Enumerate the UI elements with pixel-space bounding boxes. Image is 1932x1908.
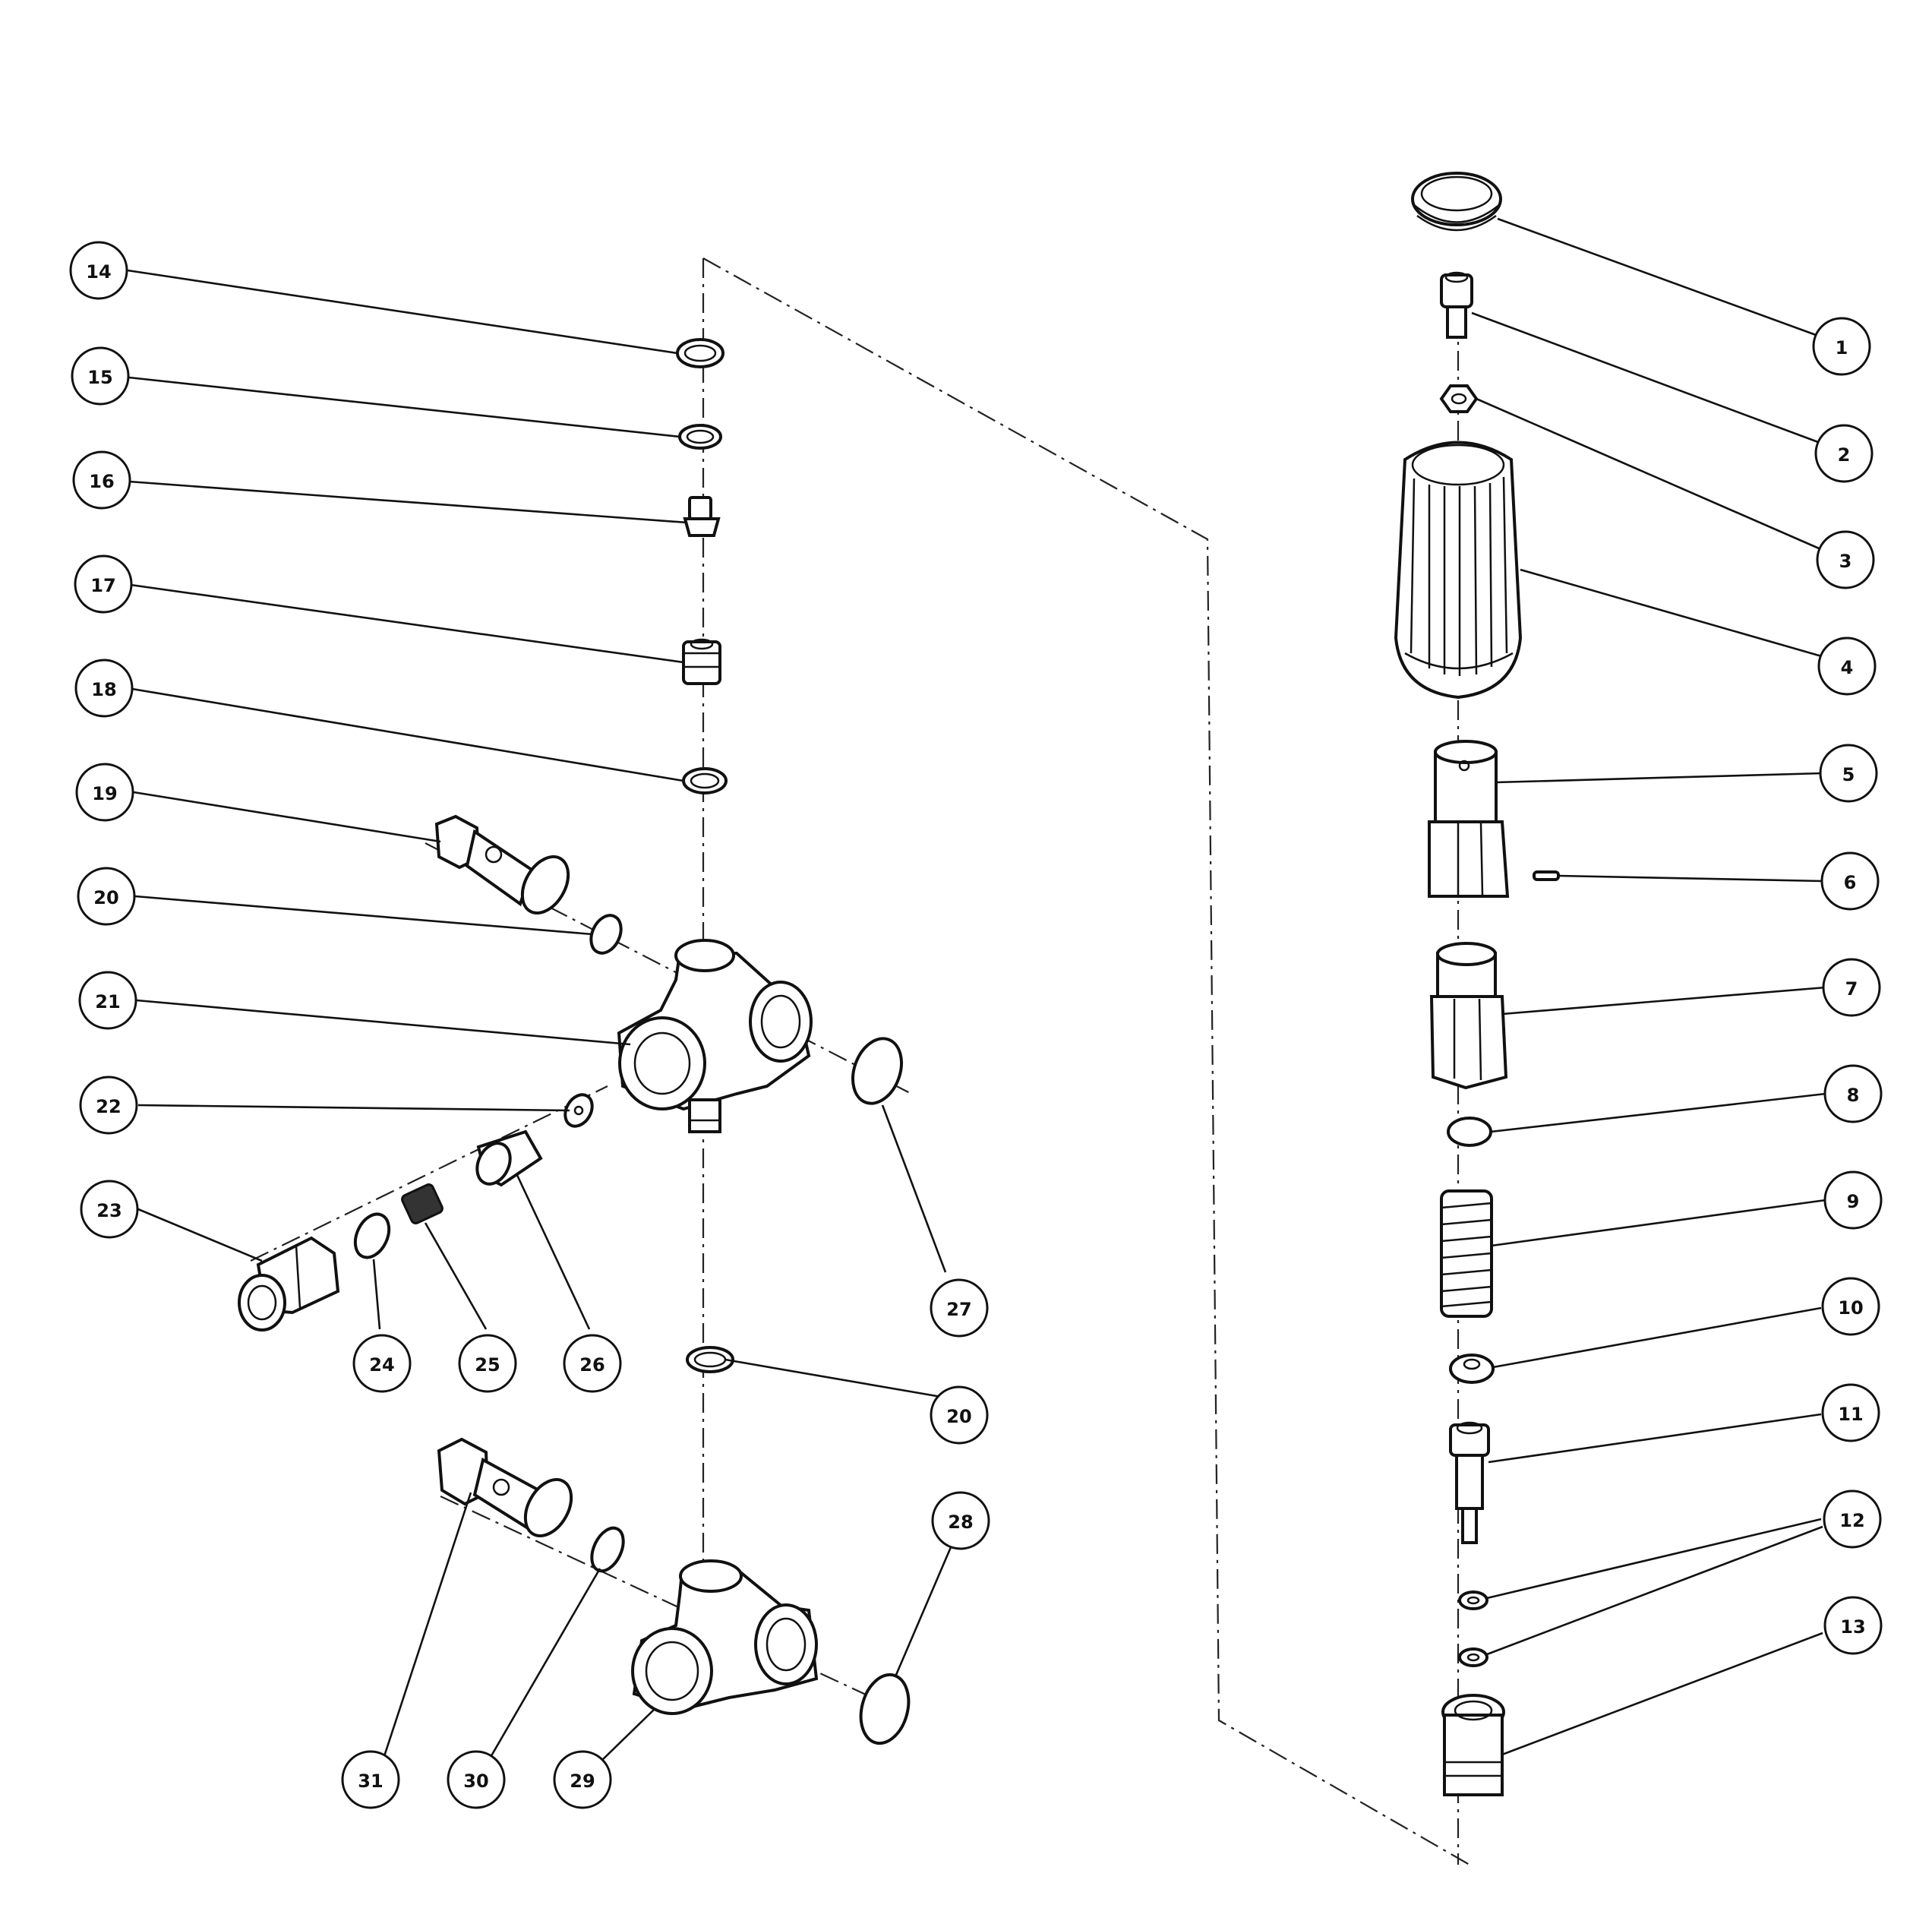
callout-13: 13 — [1823, 1596, 1883, 1655]
hex-housing — [1429, 942, 1508, 1090]
callout-4: 4 — [1817, 637, 1877, 696]
callout-28: 28 — [931, 1491, 990, 1550]
small-washer — [564, 1093, 594, 1128]
callout-2: 2 — [1814, 424, 1874, 483]
callout-20-upper: 20 — [77, 867, 136, 926]
o-ring-mid — [682, 767, 728, 794]
callout-31: 31 — [341, 1750, 400, 1809]
callout-12-label: 12 — [1839, 1510, 1864, 1531]
spring-seat — [1449, 1354, 1495, 1384]
callout-27-label: 27 — [946, 1299, 971, 1320]
callout-31-label: 31 — [358, 1771, 383, 1792]
callout-26-label: 26 — [579, 1354, 605, 1376]
hex-nut — [1439, 384, 1479, 413]
callout-25-label: 25 — [475, 1354, 500, 1376]
small-o-ring-upper — [1458, 1591, 1488, 1610]
nozzle-seat — [475, 1129, 543, 1187]
cap-screw — [1440, 271, 1473, 339]
callout-7: 7 — [1822, 958, 1881, 1017]
check-valve — [682, 638, 721, 685]
callout-30-label: 30 — [463, 1771, 488, 1792]
callout-5: 5 — [1819, 744, 1878, 803]
callout-18: 18 — [74, 659, 134, 718]
callout-8: 8 — [1823, 1064, 1883, 1123]
o-ring-27 — [851, 1037, 903, 1105]
o-ring-30 — [590, 1526, 625, 1573]
leader-lines — [127, 217, 1826, 1763]
callout-1: 1 — [1812, 317, 1871, 376]
callout-14: 14 — [69, 241, 128, 300]
callout-25: 25 — [458, 1334, 517, 1393]
callout-21: 21 — [78, 971, 137, 1030]
cap — [1411, 172, 1502, 232]
callout-29: 29 — [553, 1750, 612, 1809]
disc — [1447, 1117, 1492, 1147]
adjuster-body — [1428, 740, 1510, 898]
callout-9-label: 9 — [1847, 1191, 1860, 1212]
callout-6: 6 — [1820, 851, 1880, 911]
callout-7-label: 7 — [1845, 978, 1858, 1000]
callout-16-label: 16 — [89, 471, 114, 492]
callout-19: 19 — [75, 763, 134, 822]
callout-3-label: 3 — [1839, 551, 1852, 572]
callout-17: 17 — [74, 554, 133, 614]
inlet-fitting — [238, 1236, 340, 1331]
callout-11-label: 11 — [1838, 1404, 1863, 1425]
callout-10-label: 10 — [1838, 1297, 1863, 1319]
spring-small — [401, 1183, 444, 1224]
callout-18-label: 18 — [91, 679, 116, 700]
manifold-lower — [631, 1559, 819, 1715]
callout-13-label: 13 — [1840, 1616, 1865, 1638]
callout-23: 23 — [80, 1180, 139, 1239]
o-ring-20a — [589, 914, 623, 955]
callout-12: 12 — [1823, 1489, 1882, 1549]
seat — [1441, 1694, 1505, 1796]
callout-8-label: 8 — [1847, 1085, 1860, 1106]
small-o-ring-lower — [1458, 1647, 1488, 1667]
callout-5-label: 5 — [1842, 764, 1855, 785]
callout-29-label: 29 — [570, 1771, 595, 1792]
callout-10: 10 — [1821, 1277, 1880, 1336]
pin — [1533, 870, 1560, 881]
manifold-upper — [617, 939, 813, 1133]
callout-1-label: 1 — [1836, 337, 1848, 359]
o-ring-24 — [353, 1212, 391, 1259]
callout-11: 11 — [1821, 1383, 1880, 1442]
callout-22-label: 22 — [96, 1096, 121, 1117]
callout-14-label: 14 — [86, 261, 111, 283]
washer — [678, 424, 722, 450]
o-ring-top — [676, 338, 724, 368]
callout-23-label: 23 — [96, 1200, 122, 1221]
callout-4-label: 4 — [1841, 657, 1854, 678]
callout-15: 15 — [71, 346, 130, 406]
callout-17-label: 17 — [90, 575, 115, 596]
banjo-fitting-upper — [434, 814, 570, 915]
callout-24: 24 — [352, 1334, 412, 1393]
o-ring-28 — [859, 1673, 911, 1745]
callout-24-label: 24 — [369, 1354, 394, 1376]
callout-16: 16 — [72, 450, 131, 510]
callout-27: 27 — [930, 1278, 989, 1338]
callout-20-lower: 20 — [930, 1385, 989, 1445]
callout-9: 9 — [1823, 1170, 1883, 1230]
callout-21-label: 21 — [95, 991, 120, 1012]
callout-15-label: 15 — [87, 367, 112, 388]
callout-26: 26 — [563, 1334, 622, 1393]
callout-6-label: 6 — [1844, 872, 1857, 893]
callout-19-label: 19 — [92, 783, 117, 804]
callout-22: 22 — [79, 1076, 138, 1135]
banjo-fitting-lower — [437, 1437, 573, 1537]
piston — [1449, 1421, 1490, 1544]
spring — [1440, 1189, 1493, 1318]
callout-30: 30 — [447, 1750, 506, 1809]
callout-3: 3 — [1816, 530, 1875, 589]
valve-insert — [683, 496, 721, 537]
knob — [1394, 441, 1523, 700]
callout-2-label: 2 — [1838, 444, 1851, 466]
callout-20-upper-label: 20 — [93, 887, 118, 908]
callout-28-label: 28 — [948, 1512, 973, 1533]
callout-20-lower-label: 20 — [946, 1406, 971, 1427]
